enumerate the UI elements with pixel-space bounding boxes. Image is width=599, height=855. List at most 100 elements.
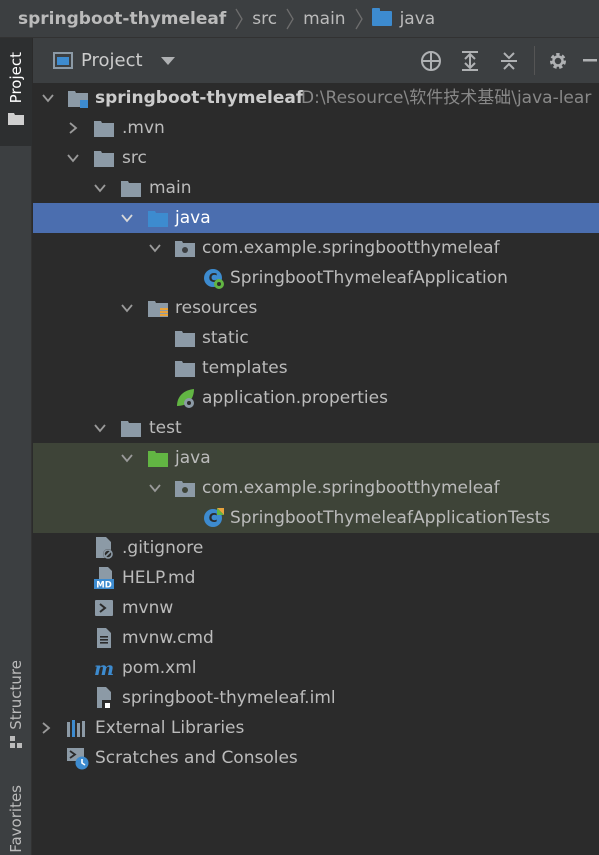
- tree-node-gitignore[interactable]: .gitignore: [33, 533, 599, 563]
- chevron-down-icon: [42, 94, 54, 103]
- toolbar-divider: [534, 46, 535, 75]
- module-file-icon: [97, 687, 113, 710]
- tree-node-main-java[interactable]: java: [33, 203, 599, 233]
- tab-favorites-label: Favorites: [7, 785, 25, 853]
- navigation-bar: springboot-thymeleaf src main java: [0, 0, 599, 38]
- tree-node-pom[interactable]: m pom.xml: [33, 653, 599, 683]
- tree-node-test-java[interactable]: java: [33, 443, 599, 473]
- chevron-down-icon: [94, 184, 106, 193]
- tree-node-label: SpringbootThymeleafApplication: [230, 268, 508, 288]
- chevron-down-icon: [121, 214, 133, 223]
- folder-icon: [121, 181, 141, 197]
- chevron-down-icon: [149, 244, 161, 253]
- tree-node-label: java: [175, 208, 211, 228]
- tree-node-label: src: [122, 148, 147, 168]
- tree-node-label: com.example.springbootthymeleaf: [202, 478, 500, 498]
- folder-icon: [94, 121, 114, 137]
- hide-button[interactable]: [581, 38, 599, 83]
- svg-text:C: C: [209, 511, 218, 525]
- scratches-icon: [67, 748, 89, 770]
- tree-node-label: .gitignore: [122, 538, 204, 558]
- folder-icon: [8, 113, 24, 126]
- tree-node-label: mvnw.cmd: [122, 628, 214, 648]
- tree-node-label: .mvn: [122, 118, 165, 138]
- collapse-all-icon: [501, 51, 517, 70]
- tree-node-label: java: [175, 448, 211, 468]
- tree-node-label: springboot-thymeleaf.iml: [122, 688, 336, 708]
- tree-node-mvn[interactable]: .mvn: [33, 113, 599, 143]
- shell-script-icon: [95, 600, 113, 616]
- chevron-right-icon: [235, 8, 244, 29]
- tree-node-templates[interactable]: templates: [33, 353, 599, 383]
- tree-node-root[interactable]: springboot-thymeleaf D:\Resource\软件技术基础\…: [33, 83, 599, 113]
- module-folder-icon: [68, 91, 88, 108]
- tree-node-label: test: [149, 418, 182, 438]
- chevron-right-icon: [69, 122, 78, 134]
- tree-node-test-class[interactable]: C SpringbootThymeleafApplicationTests: [33, 503, 599, 533]
- tree-node-iml[interactable]: springboot-thymeleaf.iml: [33, 683, 599, 713]
- folder-icon: [175, 331, 195, 347]
- tree-node-help-md[interactable]: MD HELP.md: [33, 563, 599, 593]
- tab-favorites[interactable]: Favorites: [0, 785, 32, 855]
- project-tree: springboot-thymeleaf D:\Resource\软件技术基础\…: [33, 83, 599, 855]
- tree-node-test-package[interactable]: com.example.springbootthymeleaf: [33, 473, 599, 503]
- ignore-file-icon: [96, 537, 113, 559]
- tab-structure-label: Structure: [7, 660, 25, 730]
- tree-node-external-libraries[interactable]: External Libraries: [33, 713, 599, 743]
- tab-project[interactable]: Project: [0, 38, 32, 146]
- tree-node-label: mvnw: [122, 598, 174, 618]
- chevron-down-icon: [149, 484, 161, 493]
- tree-node-mvnw-cmd[interactable]: mvnw.cmd: [33, 623, 599, 653]
- tree-node-label: Scratches and Consoles: [95, 748, 298, 768]
- tab-project-label: Project: [7, 52, 25, 104]
- tree-node-label: pom.xml: [122, 658, 197, 678]
- tree-node-label: static: [202, 328, 249, 348]
- library-icon: [67, 720, 85, 737]
- tree-node-scratches[interactable]: Scratches and Consoles: [33, 743, 599, 773]
- tree-node-static[interactable]: static: [33, 323, 599, 353]
- tree-node-resources[interactable]: resources: [33, 293, 599, 323]
- collapse-all-button[interactable]: [492, 38, 526, 83]
- chevron-down-icon: [67, 154, 79, 163]
- tab-structure[interactable]: Structure: [0, 660, 32, 760]
- tree-node-label: resources: [175, 298, 258, 318]
- expand-all-icon: [462, 50, 478, 71]
- gear-icon: [550, 52, 566, 69]
- project-tool-window-header: Project: [33, 38, 599, 83]
- tree-node-app-properties[interactable]: application.properties: [33, 383, 599, 413]
- tree-node-label: HELP.md: [122, 568, 196, 588]
- tree-node-src[interactable]: src: [33, 143, 599, 173]
- resources-folder-icon: [148, 301, 168, 317]
- tree-node-label: SpringbootThymeleafApplicationTests: [230, 508, 551, 528]
- text-file-icon: [97, 628, 111, 648]
- structure-icon: [10, 735, 22, 748]
- chevron-down-icon: [121, 454, 133, 463]
- folder-icon: [121, 421, 141, 437]
- tree-node-mvnw[interactable]: mvnw: [33, 593, 599, 623]
- chevron-right-icon: [286, 8, 294, 29]
- svg-text:m: m: [94, 658, 114, 678]
- breadcrumb-src[interactable]: src: [252, 8, 278, 29]
- chevron-down-icon: [121, 304, 133, 313]
- breadcrumb-main[interactable]: main: [303, 8, 346, 29]
- tree-node-label: templates: [202, 358, 288, 378]
- tree-node-main-package[interactable]: com.example.springbootthymeleaf: [33, 233, 599, 263]
- view-selector-dropdown[interactable]: [160, 56, 175, 65]
- maven-icon: m: [94, 658, 114, 678]
- markdown-file-icon: MD: [94, 567, 114, 590]
- spring-boot-class-icon: C: [204, 269, 224, 289]
- tree-node-test[interactable]: test: [33, 413, 599, 443]
- breadcrumb-java[interactable]: java: [399, 8, 436, 29]
- package-icon: [175, 481, 195, 497]
- tree-node-label: External Libraries: [95, 718, 245, 738]
- breadcrumb-project[interactable]: springboot-thymeleaf: [18, 8, 227, 29]
- tree-node-app-class[interactable]: C SpringbootThymeleafApplication: [33, 263, 599, 293]
- tree-node-main[interactable]: main: [33, 173, 599, 203]
- tool-window-stripe: Project Structure Favorites: [0, 38, 32, 855]
- expand-all-button[interactable]: [453, 38, 487, 83]
- tree-node-label: main: [149, 178, 192, 198]
- select-opened-file-button[interactable]: [414, 38, 448, 83]
- settings-button[interactable]: [541, 38, 575, 83]
- tool-window-title[interactable]: Project: [81, 50, 143, 71]
- tree-node-label: application.properties: [202, 388, 388, 408]
